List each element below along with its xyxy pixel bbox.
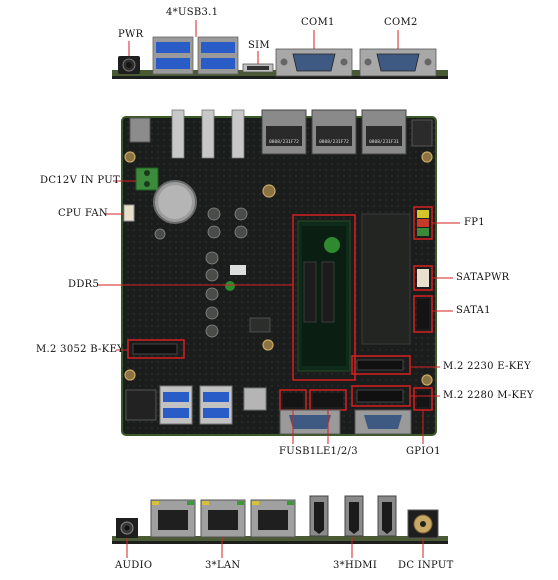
top-io-panel <box>112 20 448 79</box>
green-indicator <box>225 281 235 291</box>
label-com2: COM2 <box>384 17 418 28</box>
sim-slot <box>242 63 274 73</box>
label-hdmi: 3*HDMI <box>333 560 378 571</box>
label-gpio1: GPIO1 <box>406 446 441 457</box>
label-audio: AUDIO <box>115 560 153 571</box>
board-typec <box>129 117 151 143</box>
label-cpu-fan: CPU FAN <box>58 208 108 219</box>
ddr5-slot <box>292 214 356 381</box>
bottom-callouts <box>292 410 424 444</box>
label-sata1: SATA1 <box>456 305 491 316</box>
mounting-holes <box>124 151 433 386</box>
label-usb: 4*USB3.1 <box>166 7 219 18</box>
m2-area <box>361 213 411 345</box>
power-button <box>118 56 140 74</box>
board-usb-a <box>159 385 193 425</box>
sata1-connector <box>413 295 433 333</box>
cpu-fan-header <box>123 204 135 222</box>
left-callouts <box>97 180 293 351</box>
label-com1: COM1 <box>301 17 335 28</box>
label-fp1: FP1 <box>464 217 485 228</box>
label-le: LE1/2/3 <box>316 446 358 457</box>
rj45-2-text: 0808/231F72 <box>319 139 349 145</box>
dc-input-jack <box>407 509 439 539</box>
label-dc-input: DC INPUT <box>398 560 454 571</box>
top-callouts <box>128 20 399 64</box>
top-usb-ports <box>152 36 239 75</box>
board-usb-uprights <box>171 109 245 159</box>
label-sim: SIM <box>248 40 270 51</box>
m2-mkey-slot <box>351 385 411 407</box>
small-header <box>249 317 271 333</box>
rj45-1-text: 0808/231F72 <box>269 139 299 145</box>
label-m2-mkey: M.2 2280 M-KEY <box>443 390 534 401</box>
dc12v-terminal <box>135 167 159 191</box>
board-bottom-ports <box>125 385 267 425</box>
main-board: 0808/231F72 0808/231F72 0808/231F31 <box>97 109 460 444</box>
label-ddr5: DDR5 <box>68 279 100 290</box>
rear-callouts <box>126 537 424 558</box>
label-lan: 3*LAN <box>205 560 241 571</box>
board-usb-b <box>199 385 233 425</box>
com1-connector <box>275 48 353 77</box>
rj45-3-text: 0808/231F31 <box>369 139 399 145</box>
sticker-label <box>230 265 246 275</box>
label-satapwr: SATAPWR <box>456 272 510 283</box>
label-m2-ekey: M.2 2230 E-KEY <box>443 361 532 372</box>
label-pwr: PWR <box>118 29 144 40</box>
rear-io-panel <box>112 495 448 558</box>
board-rj45-row <box>261 109 407 155</box>
hdmi-ports <box>309 495 397 537</box>
m2-bkey-slot <box>127 339 185 359</box>
label-dc12v: DC12V IN PUT <box>40 175 120 186</box>
right-callouts <box>410 222 460 397</box>
lan-ports <box>150 499 296 538</box>
com2-connector <box>359 48 437 77</box>
capacitors <box>154 207 248 338</box>
audio-jack <box>116 518 138 538</box>
board-corner-jack <box>411 119 433 147</box>
label-m2-bkey: M.2 3052 B-KEY <box>36 344 125 355</box>
label-fusb1: FUSB1 <box>279 446 317 457</box>
board-audio <box>125 389 157 421</box>
board-sim <box>243 387 267 411</box>
m2-ekey-slot <box>351 355 411 375</box>
